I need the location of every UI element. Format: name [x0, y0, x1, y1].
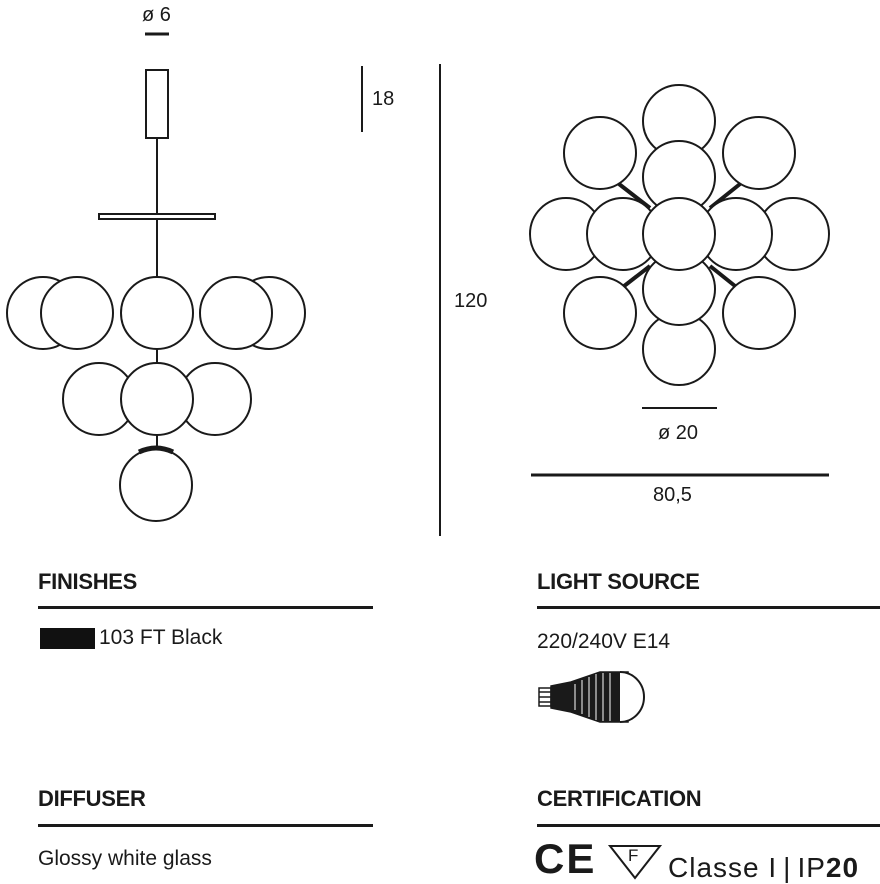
light-source-title: LIGHT SOURCE: [537, 569, 700, 594]
ce-mark: CE: [534, 835, 597, 882]
dim-canopy-height: 18: [372, 88, 395, 110]
diffuser-rule: [38, 824, 373, 827]
ip-prefix: IP: [797, 852, 826, 883]
class-label: Classe I: [668, 852, 778, 883]
globe: [40, 276, 114, 350]
diffuser-title: DIFFUSER: [38, 786, 146, 811]
globe: [722, 116, 796, 190]
finish-swatch: [40, 628, 95, 649]
certification-class: Classe I|IP20: [668, 852, 860, 883]
globe: [642, 197, 716, 271]
globe: [563, 116, 637, 190]
dim-total-width: 80,5: [653, 484, 692, 506]
diffuser-value: Glossy white glass: [38, 847, 212, 870]
light-source-value: 220/240V E14: [537, 630, 671, 653]
dim-canopy-diameter: ø 6: [142, 4, 171, 26]
light-source-rule: [537, 606, 880, 609]
dim-total-height: 120: [454, 290, 488, 312]
bulb-icon: [538, 671, 645, 723]
finishes-title: FINISHES: [38, 569, 138, 594]
ip-value: 20: [825, 852, 860, 883]
certification-rule: [537, 824, 880, 827]
dim-globe-diameter: ø 20: [658, 422, 699, 444]
globe: [563, 276, 637, 350]
globe: [199, 276, 273, 350]
f-mark: F: [628, 846, 639, 865]
finishes-rule: [38, 606, 373, 609]
globe: [722, 276, 796, 350]
certification-title: CERTIFICATION: [537, 786, 702, 811]
finish-value: 103 FT Black: [99, 626, 223, 649]
cross-bar: [98, 213, 216, 220]
